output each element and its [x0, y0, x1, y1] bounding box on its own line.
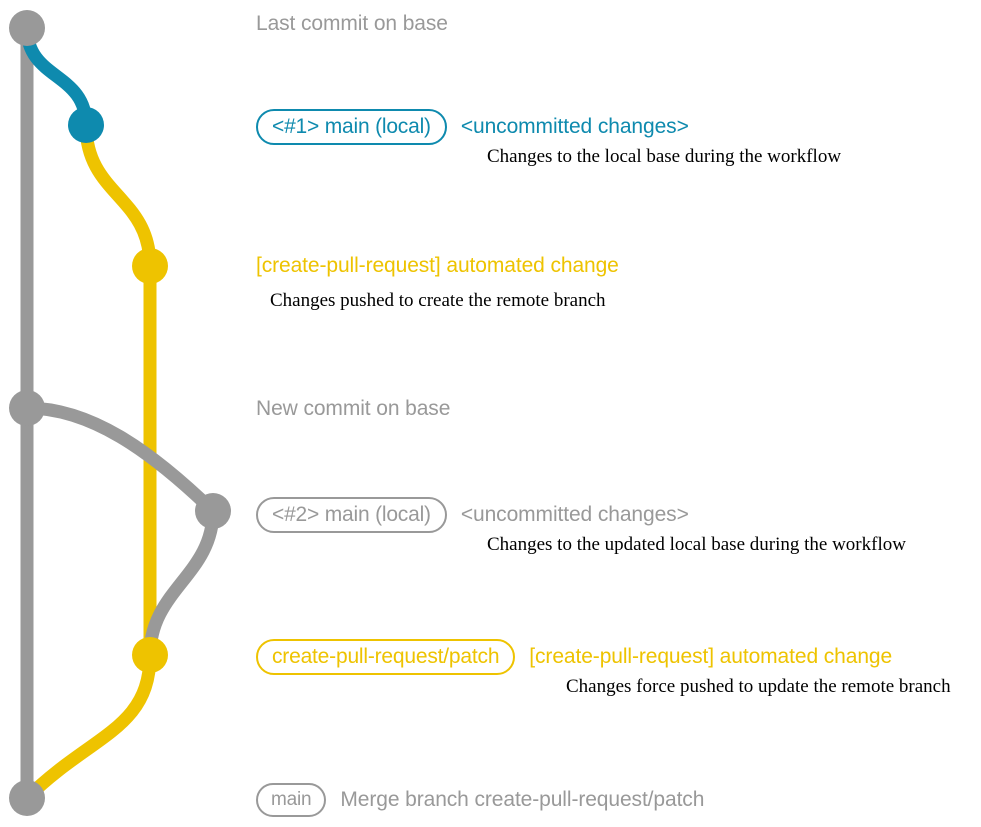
commit-node-base-last[interactable]	[9, 10, 45, 46]
commit-description-local-1: Changes to the local base during the wor…	[487, 146, 842, 167]
commit-description-local-2: Changes to the updated local base during…	[487, 534, 906, 555]
commit-message-last-commit-on-base: Last commit on base	[256, 12, 448, 35]
edge-local-1-to-patch-1	[79, 118, 157, 273]
edge-local-2-to-patch-2	[143, 504, 220, 662]
commit-node-merge[interactable]	[9, 780, 45, 816]
commit-message-automated-change-1: [create-pull-request] automated change	[256, 254, 619, 277]
branch-badge-create-pull-request-patch[interactable]: create-pull-request/patch	[256, 639, 516, 675]
commit-node-patch-2[interactable]	[132, 637, 168, 673]
commit-message-local-1: <uncommitted changes>	[460, 115, 689, 138]
commit-message-new-commit-on-base: New commit on base	[256, 397, 451, 420]
commit-description-automated-change-1: Changes pushed to create the remote bran…	[270, 290, 606, 311]
commit-message-merge-commit: Merge branch create-pull-request/patch	[340, 788, 705, 811]
commit-row-automated-change-2: create-pull-request/patch [create-pull-r…	[256, 639, 892, 675]
edge-patch-2-to-merge	[20, 648, 157, 805]
commit-node-local-1[interactable]	[68, 107, 104, 143]
commit-row-automated-change-1: [create-pull-request] automated change	[256, 254, 619, 278]
commit-message-automated-change-2: [create-pull-request] automated change	[529, 645, 893, 668]
commit-node-patch-1[interactable]	[132, 248, 168, 284]
commit-row-local-1: <#1> main (local) <uncommitted changes>	[256, 109, 689, 145]
branch-badge-main[interactable]: main	[256, 783, 327, 817]
commit-row-merge-commit: main Merge branch create-pull-request/pa…	[256, 783, 704, 817]
commit-node-local-2[interactable]	[195, 493, 231, 529]
branch-badge-main-local-2[interactable]: <#2> main (local)	[256, 497, 447, 533]
commit-message-local-2: <uncommitted changes>	[460, 503, 689, 526]
commit-row-local-2: <#2> main (local) <uncommitted changes>	[256, 497, 689, 533]
commit-row-last-commit-on-base: Last commit on base	[256, 12, 448, 36]
edge-base-to-local-2	[20, 401, 220, 518]
commit-description-automated-change-2: Changes force pushed to update the remot…	[566, 676, 951, 697]
commit-row-new-commit-on-base: New commit on base	[256, 397, 450, 421]
branch-badge-main-local-1[interactable]: <#1> main (local)	[256, 109, 447, 145]
commit-node-base-new[interactable]	[9, 390, 45, 426]
